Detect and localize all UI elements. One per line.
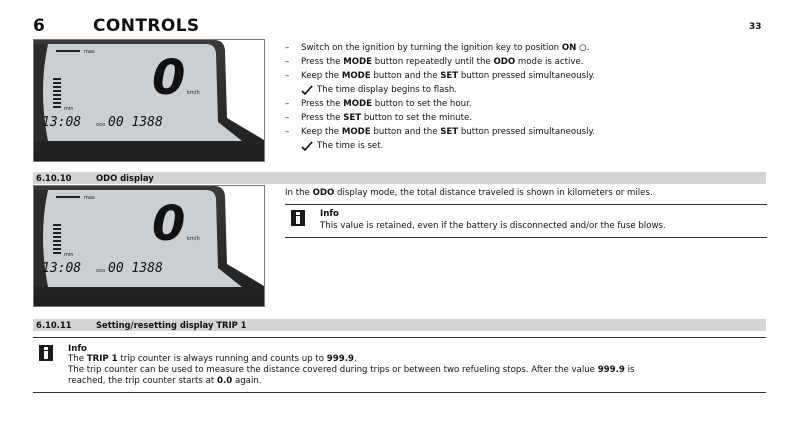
info-text-line: The trip counter can be used to measure …	[68, 365, 635, 375]
clock-readout: 13:08	[42, 261, 81, 276]
info-box-odo: Info This value is retained, even if the…	[285, 204, 767, 238]
odo-prefix: ooo	[96, 268, 105, 274]
section-title: Setting/resetting display TRIP 1	[96, 320, 247, 330]
odo-readout: 00 1388	[108, 261, 163, 276]
figure-code: 401444-01	[219, 294, 260, 303]
odo-readout: 00 1388	[108, 115, 163, 130]
clock-readout: 13:08	[42, 115, 81, 130]
section-heading-trip1: 6.10.11 Setting/resetting display TRIP 1	[33, 319, 766, 331]
figure-code: 401444-01	[219, 149, 260, 158]
dashboard-display-illustration: max min 0 km/h 13:08 ooo 00 1388	[34, 40, 264, 161]
info-text-line: reached, the trip counter starts at 0.0 …	[68, 376, 262, 386]
step-item: –Keep the MODE button and the SET button…	[285, 127, 596, 137]
dashboard-figure-2: max min 0 km/h 13:08 ooo 00 1388 401444-…	[33, 185, 265, 307]
clock-setting-steps: –Switch on the ignition by turning the i…	[285, 41, 765, 153]
info-heading: Info	[320, 209, 339, 219]
info-text-line: The TRIP 1 trip counter is always runnin…	[68, 354, 357, 364]
chapter-title: CONTROLS	[93, 16, 200, 36]
speed-unit: km/h	[187, 90, 200, 96]
step-item: –Press the MODE button to set the hour.	[285, 99, 472, 109]
section-number: 6.10.11	[36, 320, 72, 330]
section-title: ODO display	[96, 173, 154, 183]
dashboard-figure-1: max min 0 km/h 13:08 ooo 00 1388 401444-…	[33, 39, 265, 162]
check-icon	[301, 141, 313, 151]
section-number: 6.10.10	[36, 173, 72, 183]
min-label: min	[64, 252, 73, 258]
step-item: –Press the SET button to set the minute.	[285, 113, 473, 123]
info-text: This value is retained, even if the batt…	[320, 221, 666, 231]
check-icon	[301, 85, 313, 95]
max-label: max	[84, 49, 95, 55]
section-heading-odo: 6.10.10 ODO display	[33, 172, 766, 184]
info-icon	[291, 210, 305, 226]
odo-description: In the ODO display mode, the total dista…	[285, 188, 653, 198]
min-label: min	[64, 106, 73, 112]
chapter-number: 6	[33, 16, 45, 36]
max-label: max	[84, 195, 95, 201]
step-item: –Keep the MODE button and the SET button…	[285, 71, 596, 81]
speed-readout: 0	[152, 196, 185, 252]
speed-unit: km/h	[187, 236, 200, 242]
info-box-trip1: Info The TRIP 1 trip counter is always r…	[33, 337, 766, 393]
step-item: –Press the MODE button repeatedly until …	[285, 57, 584, 67]
speed-readout: 0	[152, 50, 185, 106]
dashboard-display-illustration: max min 0 km/h 13:08 ooo 00 1388	[34, 186, 264, 306]
result-item: The time display begins to flash.	[285, 83, 765, 97]
info-heading: Info	[68, 344, 87, 354]
step-item: –Switch on the ignition by turning the i…	[285, 43, 590, 53]
odo-prefix: ooo	[96, 122, 105, 128]
result-item: The time is set.	[285, 139, 765, 153]
page-number: 33	[749, 22, 762, 32]
info-icon	[39, 345, 53, 361]
